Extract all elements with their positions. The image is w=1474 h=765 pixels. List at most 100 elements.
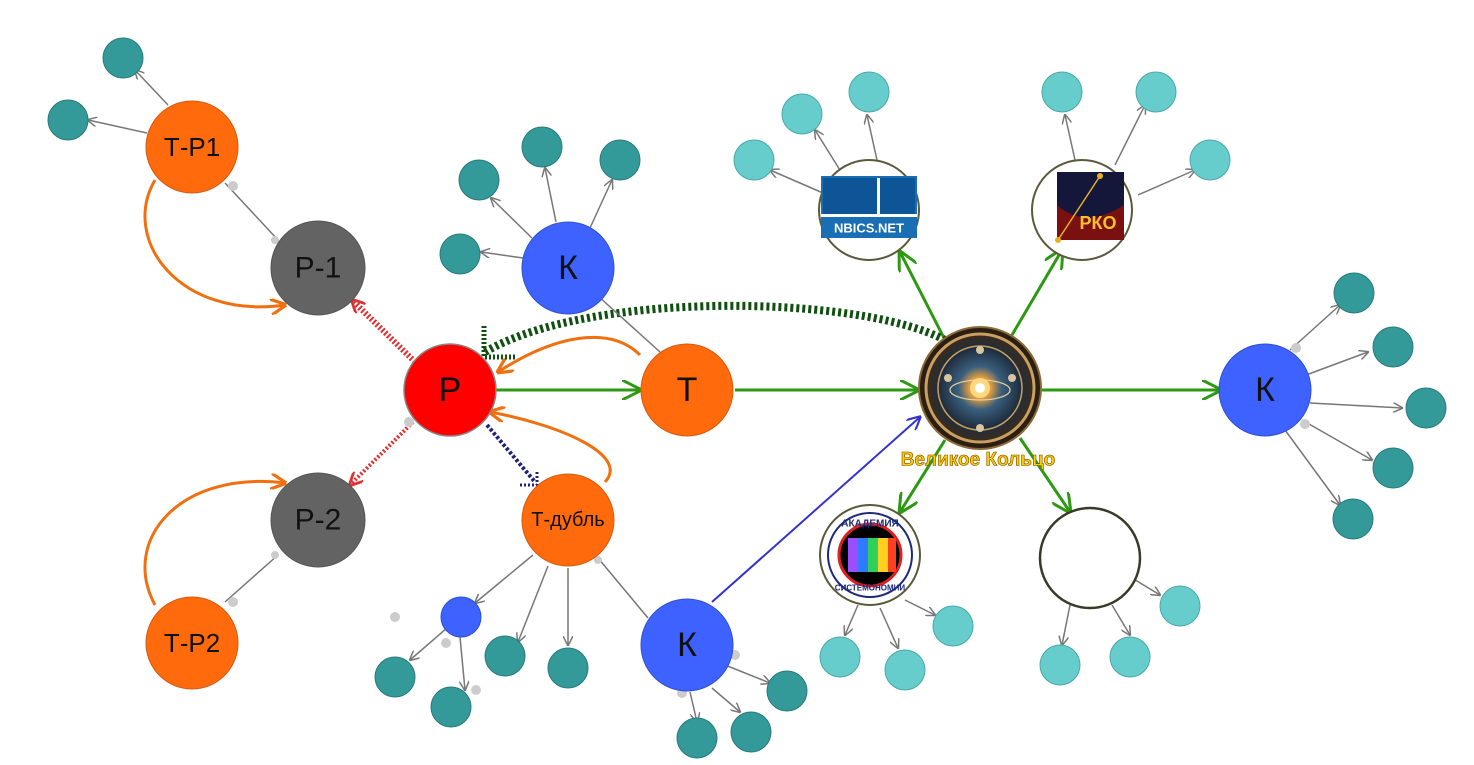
- node-academy[interactable]: АКАДЕМИЯ СИСТЕМОНОМИИ: [819, 504, 921, 606]
- leaf-node[interactable]: [730, 711, 772, 753]
- edge-leaf: [867, 115, 878, 161]
- leaf-node[interactable]: [1041, 71, 1083, 113]
- node-p2-circle: [270, 472, 366, 568]
- leaf-node[interactable]: [848, 71, 890, 113]
- node-k-bottom-label: К: [677, 626, 697, 664]
- rko-logo: РКО: [1055, 172, 1124, 243]
- leaf-node[interactable]: [484, 635, 526, 677]
- leaf-node[interactable]: [1332, 498, 1374, 540]
- node-t-label: Т: [677, 371, 698, 409]
- academy-bottom-text: СИСТЕМОНОМИИ: [835, 584, 906, 593]
- edge-leaf: [589, 180, 612, 229]
- edges-layer: [88, 70, 1402, 722]
- node-k-top-circle: [521, 221, 615, 315]
- leaf-node[interactable]: [1405, 387, 1447, 429]
- node-k-right-circle: [1218, 343, 1312, 437]
- cosmic-ring-icon: [918, 326, 1042, 450]
- leaf-node[interactable]: [47, 99, 89, 141]
- edge-leaf: [491, 198, 533, 239]
- edge-leaf: [845, 604, 859, 635]
- node-t[interactable]: Т: [640, 343, 734, 437]
- leaf-node[interactable]: [1109, 636, 1151, 678]
- leaf-node[interactable]: [1333, 272, 1375, 314]
- node-tdubl-label: Т-дубль: [531, 509, 604, 531]
- edge-leaf: [815, 130, 844, 176]
- edge-leaf: [724, 664, 770, 683]
- edge-kbottom-ring: [711, 417, 920, 603]
- edge-leaf: [1114, 105, 1145, 166]
- node-rko[interactable]: РКО: [1031, 159, 1133, 261]
- node-p1-label: Р-1: [295, 252, 342, 285]
- nbics-logo-text: NBICS.NET: [834, 221, 904, 236]
- node-empty[interactable]: [1038, 506, 1142, 610]
- node-tp1[interactable]: Т-Р1: [145, 100, 239, 194]
- edge-p-tdubl: [485, 423, 537, 484]
- leaf-node[interactable]: [599, 139, 641, 181]
- edge-leaf: [135, 70, 169, 106]
- node-nbics[interactable]: NBICS.NET: [818, 159, 920, 261]
- leaf-node[interactable]: [102, 37, 144, 79]
- leaves-layer: [47, 37, 1447, 759]
- edge-t-p: [498, 335, 642, 372]
- edge-tp1-p1-grey: [224, 182, 279, 241]
- edge-leaf: [518, 565, 549, 642]
- leaf-node[interactable]: [458, 159, 500, 201]
- edge-ring-nbics: [900, 252, 947, 341]
- node-empty-circle: [1038, 506, 1142, 610]
- academy-logo: АКАДЕМИЯ СИСТЕМОНОМИИ: [827, 512, 913, 598]
- academy-top-text: АКАДЕМИЯ: [841, 519, 898, 530]
- edge-tp2-p2: [143, 481, 285, 606]
- nbics-logo: NBICS.NET: [821, 176, 917, 238]
- node-k-bottom-circle: [640, 598, 734, 692]
- edge-leaf: [545, 168, 557, 223]
- leaf-node[interactable]: [374, 656, 416, 698]
- leaf-node[interactable]: [547, 647, 589, 689]
- leaf-node[interactable]: [676, 717, 718, 759]
- leaf-node[interactable]: [781, 93, 823, 135]
- node-p2[interactable]: Р-2: [270, 472, 366, 568]
- small-blue-node[interactable]: [440, 596, 482, 638]
- edge-leaf: [904, 599, 935, 615]
- node-ring-label: Великое Кольцо: [901, 450, 1056, 471]
- leaf-node[interactable]: [1039, 644, 1081, 686]
- rko-logo-text: РКО: [1080, 213, 1117, 233]
- leaf-node[interactable]: [733, 139, 775, 181]
- node-ring[interactable]: Великое Кольцо: [900, 326, 1056, 471]
- leaf-node[interactable]: [430, 686, 472, 728]
- node-tp2-circle: [145, 596, 239, 690]
- node-p1[interactable]: Р-1: [270, 220, 366, 316]
- node-k-right-label: К: [1255, 371, 1275, 409]
- edge-leaf: [1289, 305, 1340, 351]
- edge-leaf: [770, 170, 824, 194]
- leaf-node[interactable]: [1372, 326, 1414, 368]
- node-tdubl-circle: [521, 473, 615, 567]
- edge-leaf: [1111, 604, 1130, 635]
- leaf-node[interactable]: [439, 233, 481, 275]
- edge-leaf: [475, 554, 534, 603]
- edge-leaf: [711, 687, 740, 712]
- node-tp2[interactable]: Т-Р2: [145, 596, 239, 690]
- node-tp1-circle: [145, 100, 239, 194]
- leaf-node[interactable]: [1372, 447, 1414, 489]
- leaf-node[interactable]: [521, 126, 563, 168]
- edge-leaf: [879, 607, 898, 648]
- leaf-node[interactable]: [766, 670, 808, 712]
- node-tdubl[interactable]: Т-дубль: [521, 473, 615, 567]
- node-p[interactable]: Р: [403, 343, 497, 437]
- handle-dots: [228, 181, 1310, 698]
- leaf-node[interactable]: [1159, 585, 1201, 627]
- node-k-bottom[interactable]: К: [640, 598, 734, 692]
- leaf-node[interactable]: [1189, 139, 1231, 181]
- edge-leaf: [88, 120, 148, 134]
- node-t-circle: [640, 343, 734, 437]
- edge-ring-rko: [1010, 250, 1062, 336]
- edge-leaf: [1062, 604, 1071, 645]
- leaf-node[interactable]: [932, 605, 974, 647]
- node-k-top[interactable]: К: [521, 221, 615, 315]
- leaf-node[interactable]: [884, 649, 926, 691]
- edge-p-p2: [350, 420, 415, 485]
- edge-leaf: [460, 636, 465, 690]
- leaf-node[interactable]: [819, 636, 861, 678]
- leaf-node[interactable]: [1135, 71, 1177, 113]
- node-k-right[interactable]: К: [1218, 343, 1312, 437]
